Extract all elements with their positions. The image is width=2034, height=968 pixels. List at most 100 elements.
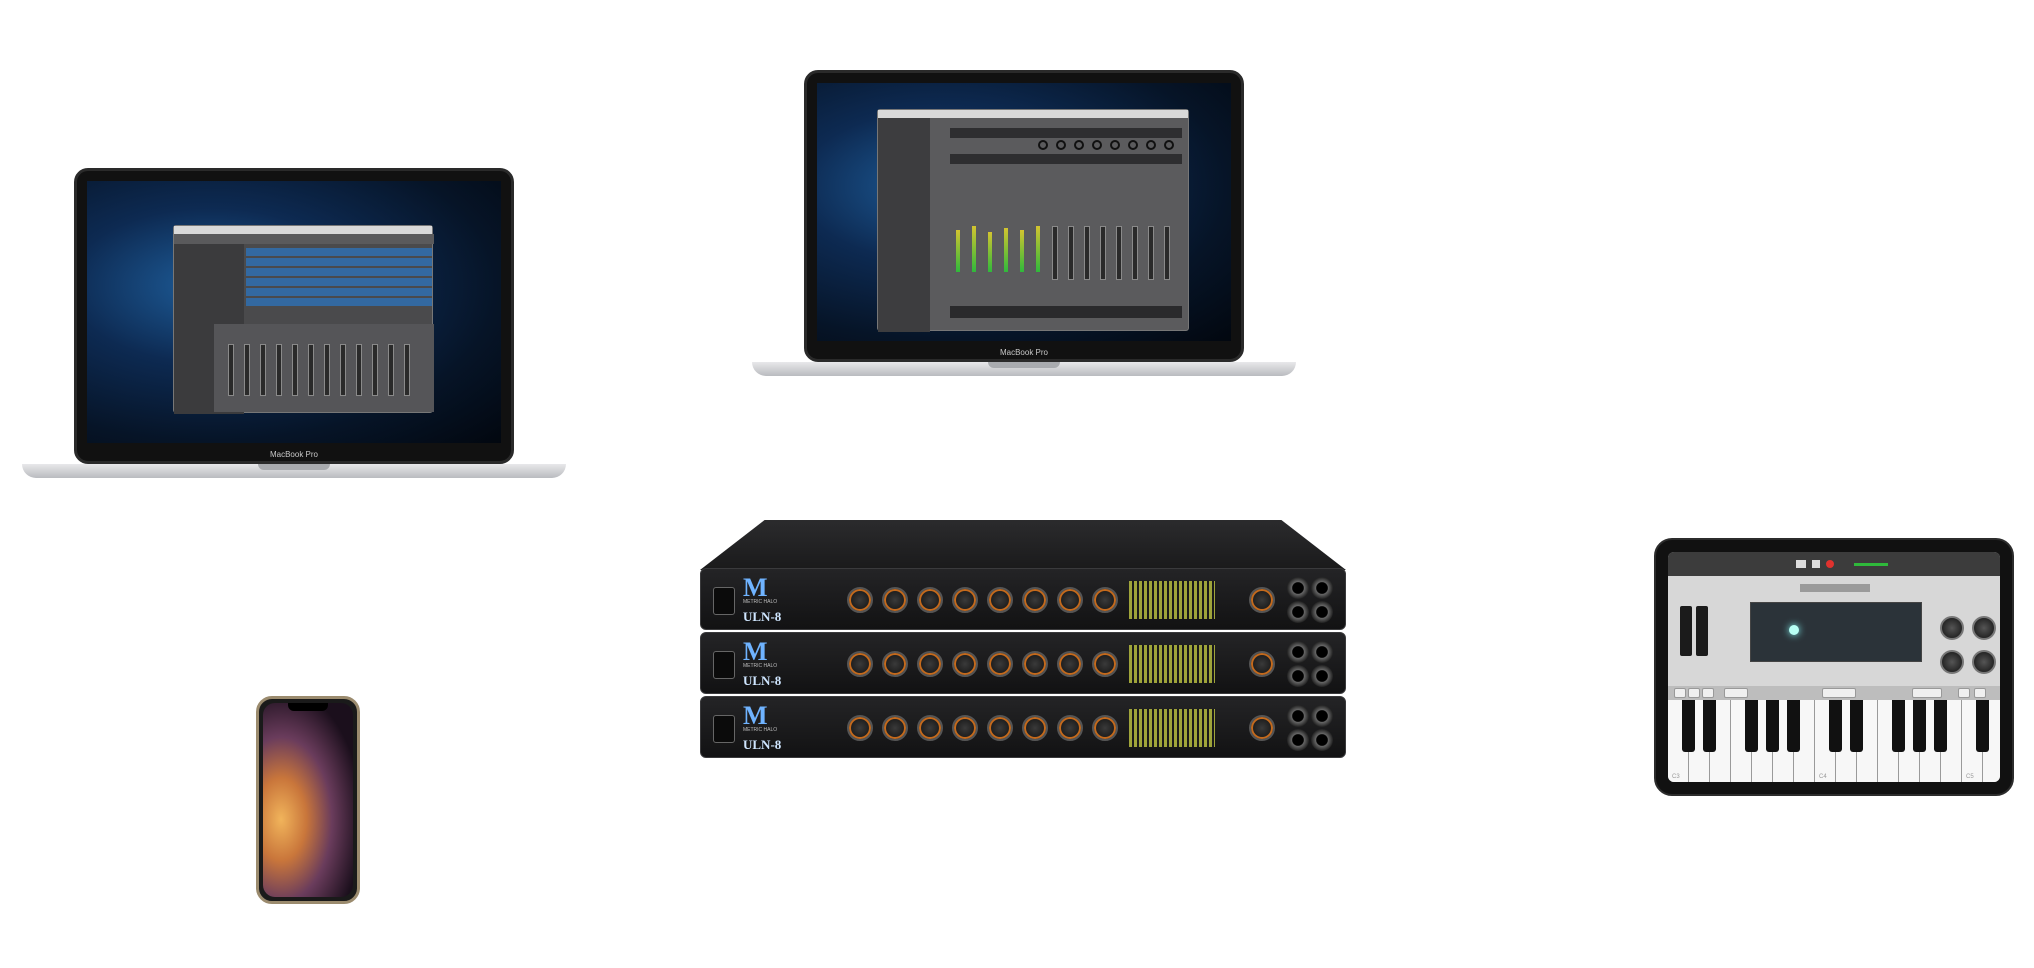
gain-knob[interactable] xyxy=(847,587,873,613)
xy-pad[interactable] xyxy=(1750,602,1922,662)
mixer-bank-row[interactable] xyxy=(950,128,1182,138)
gain-knob[interactable] xyxy=(952,651,978,677)
track-region[interactable] xyxy=(246,288,432,296)
synth-knob[interactable] xyxy=(1940,650,1964,674)
gain-knob[interactable] xyxy=(847,715,873,741)
mixer-window[interactable] xyxy=(877,109,1189,332)
headphone-jack[interactable] xyxy=(1287,729,1309,751)
track-region[interactable] xyxy=(246,298,432,306)
octave-up-button[interactable] xyxy=(1702,688,1714,698)
black-key[interactable] xyxy=(1892,700,1905,752)
gain-knob[interactable] xyxy=(1022,715,1048,741)
mixer-bank-row[interactable] xyxy=(950,154,1182,164)
black-key[interactable] xyxy=(1787,700,1800,752)
keyboard-layout-button[interactable] xyxy=(1958,688,1970,698)
output-knob[interactable] xyxy=(1249,587,1275,613)
black-key[interactable] xyxy=(1850,700,1863,752)
output-knob[interactable] xyxy=(1249,715,1275,741)
mixer-fader[interactable] xyxy=(276,344,282,396)
mixer-fader[interactable] xyxy=(308,344,314,396)
channel-fader[interactable] xyxy=(1084,226,1090,280)
daw-window[interactable] xyxy=(173,225,434,414)
mod-wheel[interactable] xyxy=(1696,606,1708,656)
pan-knob[interactable] xyxy=(1110,140,1120,150)
octave-down-button[interactable] xyxy=(1674,688,1686,698)
mixer-fader[interactable] xyxy=(372,344,378,396)
channel-fader[interactable] xyxy=(1148,226,1154,280)
pan-knob[interactable] xyxy=(1146,140,1156,150)
mixer-fader[interactable] xyxy=(244,344,250,396)
scale-button[interactable] xyxy=(1822,688,1856,698)
gain-knob[interactable] xyxy=(917,651,943,677)
headphone-jack[interactable] xyxy=(1287,705,1309,727)
gain-knob[interactable] xyxy=(882,651,908,677)
headphone-jack[interactable] xyxy=(1311,705,1333,727)
gain-knob[interactable] xyxy=(917,715,943,741)
gain-knob[interactable] xyxy=(1057,651,1083,677)
power-switch[interactable] xyxy=(713,651,735,679)
pan-knob[interactable] xyxy=(1038,140,1048,150)
channel-fader[interactable] xyxy=(1116,226,1122,280)
synth-knob[interactable] xyxy=(1972,616,1996,640)
gain-knob[interactable] xyxy=(1092,651,1118,677)
pan-knob[interactable] xyxy=(1164,140,1174,150)
track-region[interactable] xyxy=(246,278,432,286)
black-key[interactable] xyxy=(1703,700,1716,752)
mixer-fader[interactable] xyxy=(356,344,362,396)
synth-knob[interactable] xyxy=(1972,650,1996,674)
black-key[interactable] xyxy=(1766,700,1779,752)
headphone-jack[interactable] xyxy=(1287,641,1309,663)
headphone-jack[interactable] xyxy=(1287,601,1309,623)
pan-knob[interactable] xyxy=(1074,140,1084,150)
tablet-toolbar[interactable] xyxy=(1668,552,2000,576)
headphone-jack[interactable] xyxy=(1311,665,1333,687)
daw-toolbar[interactable] xyxy=(174,234,434,244)
channel-fader[interactable] xyxy=(1052,226,1058,280)
pitch-wheel[interactable] xyxy=(1680,606,1692,656)
volume-slider[interactable] xyxy=(1854,563,1888,566)
gain-knob[interactable] xyxy=(987,651,1013,677)
black-key[interactable] xyxy=(1934,700,1947,752)
gain-knob[interactable] xyxy=(987,715,1013,741)
headphone-jack[interactable] xyxy=(1311,641,1333,663)
channel-fader[interactable] xyxy=(1068,226,1074,280)
pan-knob[interactable] xyxy=(1056,140,1066,150)
synth-knob[interactable] xyxy=(1940,616,1964,640)
sustain-button[interactable] xyxy=(1724,688,1748,698)
mixer-fader[interactable] xyxy=(404,344,410,396)
channel-fader[interactable] xyxy=(1132,226,1138,280)
headphone-jack[interactable] xyxy=(1311,577,1333,599)
mixer-fader[interactable] xyxy=(340,344,346,396)
black-key[interactable] xyxy=(1913,700,1926,752)
gain-knob[interactable] xyxy=(1092,715,1118,741)
track-region[interactable] xyxy=(246,268,432,276)
play-icon[interactable] xyxy=(1812,560,1820,568)
headphone-jack[interactable] xyxy=(1287,665,1309,687)
rewind-icon[interactable] xyxy=(1796,560,1806,568)
gain-knob[interactable] xyxy=(882,587,908,613)
gain-knob[interactable] xyxy=(952,587,978,613)
phone-screen[interactable] xyxy=(263,703,353,897)
pan-knob[interactable] xyxy=(1092,140,1102,150)
gain-knob[interactable] xyxy=(1057,587,1083,613)
mixer-fader[interactable] xyxy=(292,344,298,396)
headphone-jack[interactable] xyxy=(1311,601,1333,623)
black-key[interactable] xyxy=(1976,700,1989,752)
channel-fader[interactable] xyxy=(1164,226,1170,280)
black-key[interactable] xyxy=(1682,700,1695,752)
black-key[interactable] xyxy=(1745,700,1758,752)
gain-knob[interactable] xyxy=(847,651,873,677)
xy-pad-point[interactable] xyxy=(1789,625,1799,635)
gain-knob[interactable] xyxy=(1092,587,1118,613)
track-region[interactable] xyxy=(246,248,432,256)
output-knob[interactable] xyxy=(1249,651,1275,677)
record-icon[interactable] xyxy=(1826,560,1834,568)
gain-knob[interactable] xyxy=(1022,587,1048,613)
track-region[interactable] xyxy=(246,258,432,266)
power-switch[interactable] xyxy=(713,715,735,743)
preset-name-bar[interactable] xyxy=(1800,584,1870,592)
headphone-jack[interactable] xyxy=(1311,729,1333,751)
mixer-fader[interactable] xyxy=(388,344,394,396)
gain-knob[interactable] xyxy=(1022,651,1048,677)
arpeggiator-button[interactable] xyxy=(1912,688,1942,698)
